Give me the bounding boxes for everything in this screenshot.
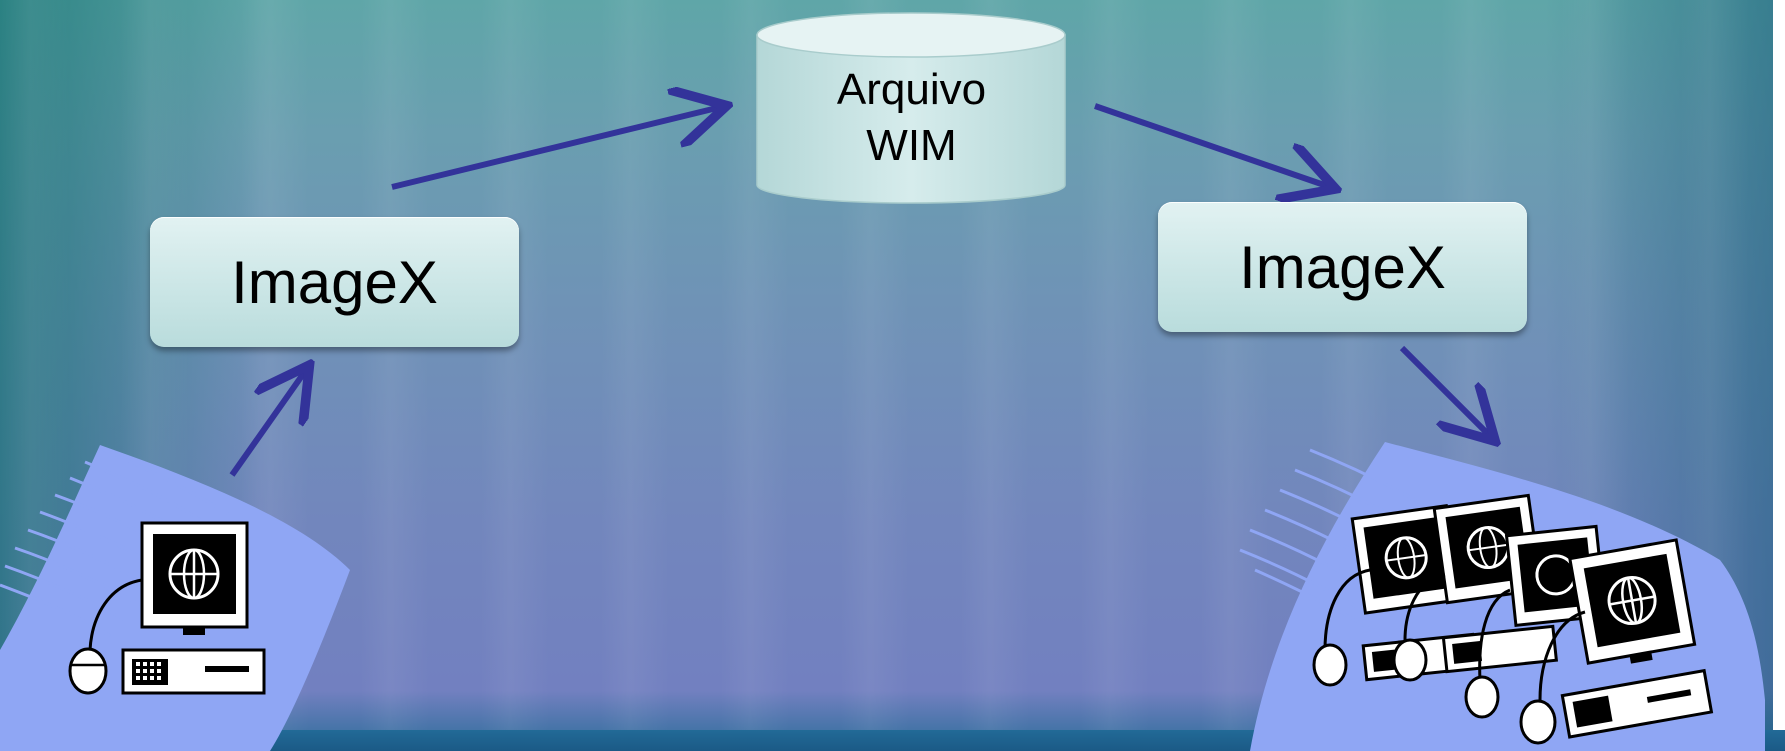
arrow-imagex-to-wim (391, 107, 721, 190)
arrow-computer-to-imagex (229, 370, 306, 477)
slide-right-edge (1773, 0, 1785, 751)
imagex-apply-box: ImageX (1158, 202, 1527, 332)
globe-icon (1607, 576, 1657, 626)
imagex-capture-label: ImageX (231, 248, 438, 316)
wim-file-label: Arquivo WIM (757, 62, 1066, 174)
wim-file-cylinder (756, 12, 1066, 204)
arrow-imagex-to-computers (1399, 345, 1491, 437)
wim-file-label-line1: Arquivo (836, 65, 987, 114)
imagex-apply-label: ImageX (1239, 233, 1446, 301)
multiple-computers-icon (1239, 442, 1765, 751)
globe-icon (168, 548, 220, 600)
imagex-capture-box: ImageX (150, 217, 519, 347)
single-computer-icon (0, 445, 350, 751)
arrow-wim-to-imagex (1094, 103, 1330, 187)
wim-file-label-line2: WIM (866, 121, 957, 170)
